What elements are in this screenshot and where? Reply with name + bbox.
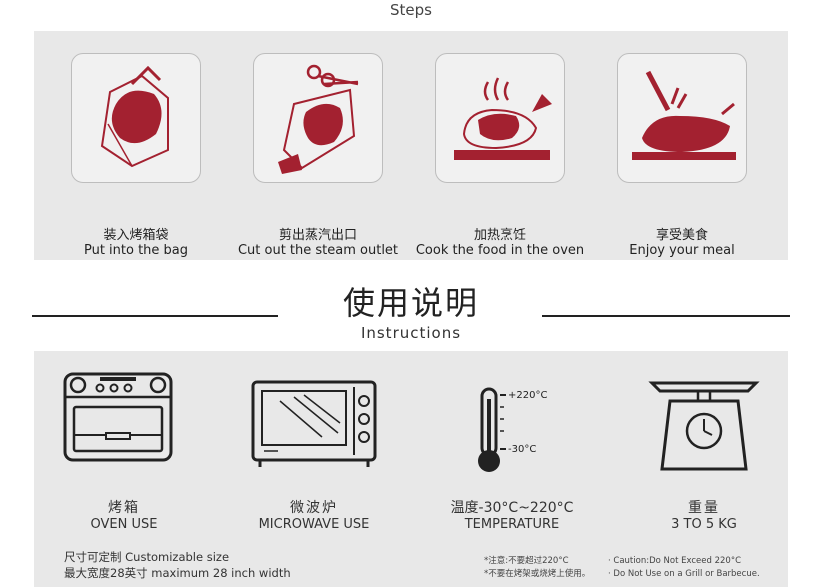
oven-icon xyxy=(63,372,173,462)
divider-right xyxy=(542,315,790,317)
caution-en-line-2: · Do Not Use on a Grill or Barbecue. xyxy=(608,569,760,579)
step-image-box xyxy=(253,53,383,183)
custom-size-text: 尺寸可定制 Customizable size xyxy=(64,550,230,564)
use-label-zh: 烤箱 xyxy=(108,500,140,516)
instructions-panel: 烤箱 OVEN USE 微波炉 MICROWAVE USE xyxy=(34,351,788,587)
step-image-box xyxy=(71,53,201,183)
use-label-en: OVEN USE xyxy=(90,517,158,532)
use-label-en: MICROWAVE USE xyxy=(258,517,370,532)
step-label-en: Cut out the steam outlet xyxy=(237,243,399,258)
instructions-title-zh: 使用说明 xyxy=(342,284,479,322)
kitchen-scale-icon xyxy=(648,381,760,471)
cooking-tray-icon xyxy=(454,77,552,160)
use-label-zh: 温度-30°C~220°C xyxy=(450,500,574,516)
step-image-box xyxy=(617,53,747,183)
steps-title: Steps xyxy=(390,1,432,19)
use-label-en: TEMPERATURE xyxy=(464,517,560,532)
use-label-en: 3 TO 5 KG xyxy=(671,517,737,532)
caution-zh-line-2: *不要在烤架或烧烤上使用。 xyxy=(484,569,591,579)
step-label-en: Cook the food in the oven xyxy=(415,243,585,258)
caution-zh: *注意:不要超过220°C *不要在烤架或烧烤上使用。 xyxy=(484,555,590,581)
step-label-en: Put into the bag xyxy=(83,243,189,258)
thermo-low-label: -30°C xyxy=(508,444,536,455)
roast-with-fork-icon xyxy=(632,70,736,160)
step-label-en: Enjoy your meal xyxy=(629,243,735,258)
caution-en: · Caution:Do Not Exceed 220°C · Do Not U… xyxy=(608,555,760,581)
thermometer-icon: +220°C -30°C xyxy=(478,387,547,472)
max-width-text: 最大宽度28英寸 maximum 28 inch width xyxy=(64,566,291,580)
step-label-zh: 加热烹饪 xyxy=(473,228,526,243)
microwave-icon xyxy=(251,380,377,467)
step-image-box xyxy=(435,53,565,183)
caution-en-line-1: · Caution:Do Not Exceed 220°C xyxy=(608,556,742,566)
custom-size-note: 尺寸可定制 Customizable size 最大宽度28英寸 maximum… xyxy=(64,549,291,581)
instructions-title-en: Instructions xyxy=(360,324,462,342)
scissors-bag-icon xyxy=(278,64,359,174)
caution-zh-line-1: *注意:不要超过220°C xyxy=(484,556,569,566)
steps-panel: 装入烤箱袋 Put into the bag 剪出蒸汽出口 Cut out th… xyxy=(34,31,788,260)
bag-with-meat-icon xyxy=(100,65,169,168)
thermo-high-label: +220°C xyxy=(508,390,547,401)
use-label-zh: 微波炉 xyxy=(290,500,338,516)
divider-left xyxy=(32,315,278,317)
step-label-zh: 装入烤箱袋 xyxy=(103,228,169,243)
use-label-zh: 重量 xyxy=(688,500,720,516)
step-label-zh: 享受美食 xyxy=(655,228,708,243)
step-label-zh: 剪出蒸汽出口 xyxy=(278,228,357,243)
